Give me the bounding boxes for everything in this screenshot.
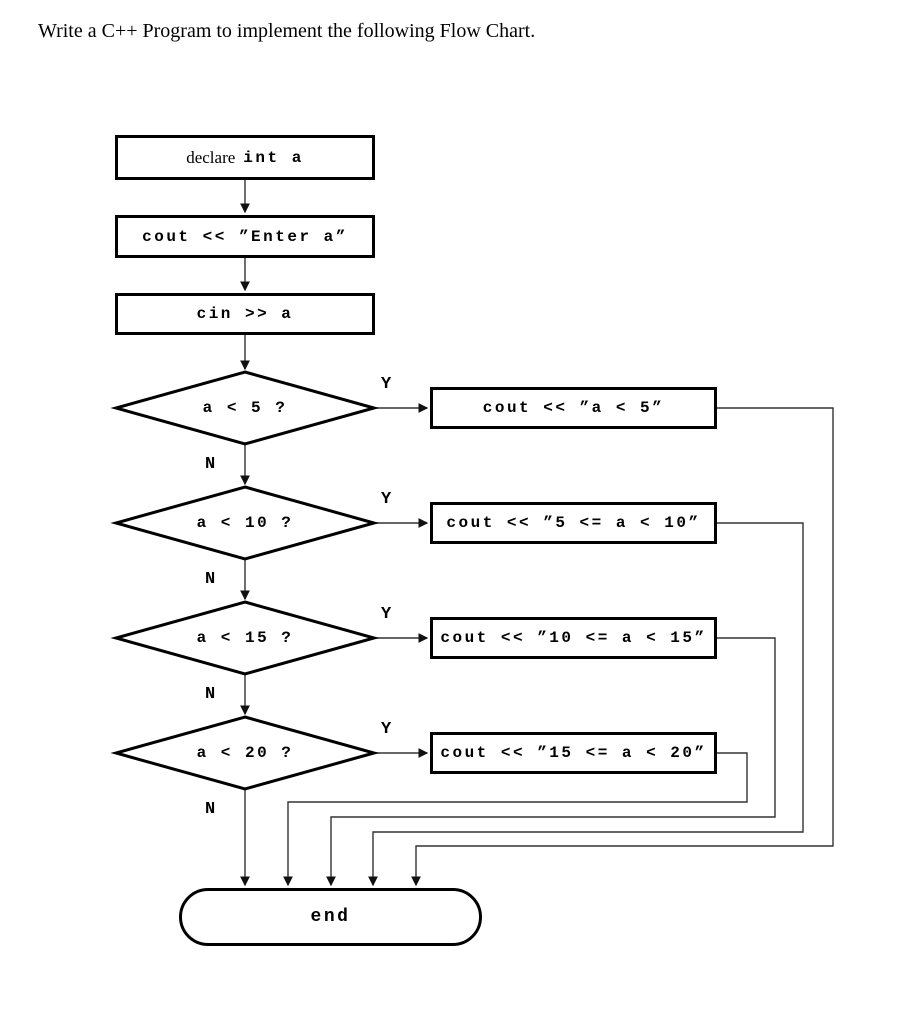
read-code: cin >> a xyxy=(196,305,294,323)
connector-print20-to-end xyxy=(283,752,748,887)
yes-label-check15: Y xyxy=(381,605,392,624)
print20-code: cout << ”15 <= a < 20” xyxy=(440,744,707,762)
check20-text-wrap: a < 20 ? xyxy=(145,738,345,768)
yes-label-check10: Y xyxy=(381,490,392,509)
node-print20: cout << ”15 <= a < 20” xyxy=(430,732,717,774)
page-title: Write a C++ Program to implement the fol… xyxy=(38,20,536,42)
declare-label: declare xyxy=(186,147,236,167)
decision-diamond-check5 xyxy=(110,370,380,446)
print15-code: cout << ”10 <= a < 15” xyxy=(440,629,707,647)
node-end-terminal: end xyxy=(179,888,482,946)
no-label-check15: N xyxy=(205,685,216,704)
print10-code: cout << ”5 <= a < 10” xyxy=(446,514,701,532)
node-print15: cout << ”10 <= a < 15” xyxy=(430,617,717,659)
node-print5: cout << ”a < 5” xyxy=(430,387,717,429)
node-print10: cout << ”5 <= a < 10” xyxy=(430,502,717,544)
check10-code: a < 10 ? xyxy=(196,514,294,532)
check20-code: a < 20 ? xyxy=(196,744,294,762)
no-label-check20: N xyxy=(205,800,216,819)
print5-code: cout << ”a < 5” xyxy=(482,399,665,417)
connector-print10-to-end xyxy=(368,522,804,887)
check5-text-wrap: a < 5 ? xyxy=(145,393,345,423)
check10-text-wrap: a < 10 ? xyxy=(145,508,345,538)
node-read: cin >> a xyxy=(115,293,375,335)
decision-diamond-check20 xyxy=(110,715,380,791)
declare-code: int a xyxy=(243,148,304,167)
node-declare: declare int a xyxy=(115,135,375,180)
check15-code: a < 15 ? xyxy=(196,629,294,647)
check15-text-wrap: a < 15 ? xyxy=(145,623,345,653)
prompt-code: cout << ”Enter a” xyxy=(142,227,348,246)
decision-diamond-check10 xyxy=(110,485,380,561)
check5-code: a < 5 ? xyxy=(202,399,288,417)
decision-diamond-check15 xyxy=(110,600,380,676)
connector-print15-to-end xyxy=(326,637,776,887)
connector-print5-to-end xyxy=(411,407,834,887)
yes-label-check5: Y xyxy=(381,375,392,394)
end-code: end xyxy=(310,907,351,927)
no-label-check10: N xyxy=(205,570,216,589)
yes-label-check20: Y xyxy=(381,720,392,739)
no-label-check5: N xyxy=(205,455,216,474)
node-prompt: cout << ”Enter a” xyxy=(115,215,375,258)
